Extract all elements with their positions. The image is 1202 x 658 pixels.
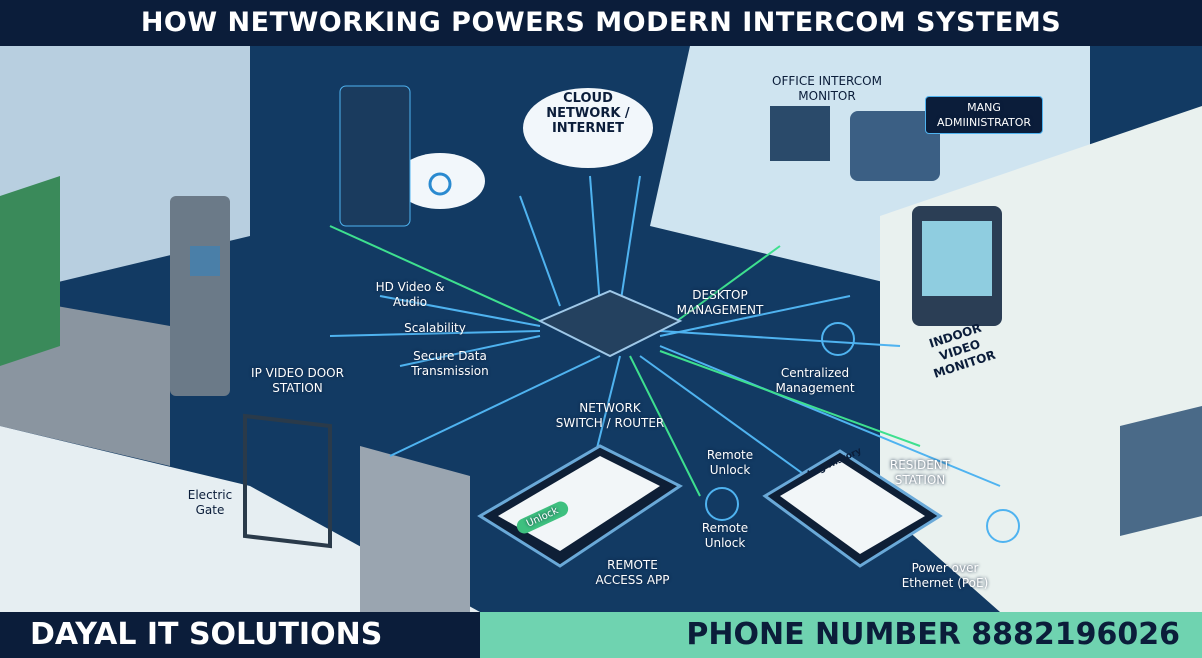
remote-access-app-label: REMOTE ACCESS APP bbox=[595, 558, 670, 587]
sync-icon bbox=[428, 172, 452, 196]
network-lines-green bbox=[329, 225, 921, 497]
indoor-monitor-screen bbox=[922, 221, 992, 296]
centralized-management-label: Centralized Management bbox=[775, 366, 855, 395]
gate-pillar bbox=[360, 446, 470, 612]
network-lines bbox=[329, 175, 1001, 517]
lock-icon bbox=[705, 487, 739, 521]
resident-station-label: RESIDENT STATION bbox=[889, 458, 951, 487]
page-title: HOW NETWORKING POWERS MODERN INTERCOM SY… bbox=[0, 0, 1202, 46]
sofa bbox=[1120, 406, 1202, 536]
power-icon bbox=[986, 509, 1020, 543]
network-illustration: CLOUD NETWORK / INTERNET OFFICE INTERCOM… bbox=[0, 46, 1202, 612]
office-monitor bbox=[770, 106, 830, 161]
network-switch bbox=[537, 289, 683, 358]
admin-tablet bbox=[850, 111, 940, 181]
electric-gate bbox=[243, 413, 332, 549]
electric-gate-label: Electric Gate bbox=[187, 488, 233, 517]
security-server bbox=[339, 85, 411, 227]
resident-phone-screen bbox=[780, 461, 925, 554]
hedge bbox=[0, 176, 60, 366]
admin-label: MANG ADMIINISTRATOR bbox=[925, 96, 1043, 134]
illustration-graphics bbox=[0, 46, 1202, 612]
scalability-label: Scalability bbox=[404, 321, 466, 335]
hd-video-label: HD Video & Audio bbox=[375, 280, 445, 309]
door-station-panel bbox=[170, 196, 230, 396]
secure-data-label: Secure Data Transmission bbox=[411, 349, 489, 378]
remote-unlock-label: Remote Unlock bbox=[706, 448, 754, 477]
door-station-label: IP VIDEO DOOR STATION bbox=[251, 366, 344, 395]
remote-unlock-label-2: Remote Unlock bbox=[701, 521, 749, 550]
company-name: DAYAL IT SOLUTIONS bbox=[0, 612, 480, 658]
lock-icon bbox=[821, 322, 855, 356]
desktop-management-label: DESKTOP MANAGEMENT bbox=[676, 288, 764, 317]
office-monitor-label: OFFICE INTERCOM MONITOR bbox=[772, 74, 882, 103]
sync-cloud bbox=[395, 153, 485, 209]
poe-label: Power over Ethernet (PoE) bbox=[901, 561, 989, 590]
door-station-screen bbox=[190, 246, 220, 276]
cloud-label: CLOUD NETWORK / INTERNET bbox=[546, 91, 630, 136]
cloud-network bbox=[523, 88, 653, 168]
phone-number: PHONE NUMBER 8882196026 bbox=[480, 612, 1202, 658]
switch-label: NETWORK SWITCH / ROUTER bbox=[555, 401, 665, 430]
